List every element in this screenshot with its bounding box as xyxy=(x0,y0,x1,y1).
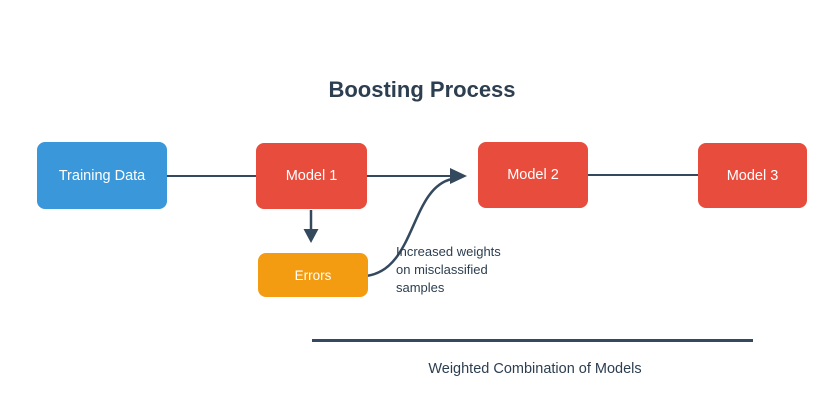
node-training-data: Training Data xyxy=(37,142,167,209)
node-model-2-label: Model 2 xyxy=(507,167,559,183)
node-model-1-label: Model 1 xyxy=(285,168,338,184)
weighted-combination-label: Weighted Combination of Models xyxy=(428,361,642,377)
node-errors: Errors xyxy=(258,253,368,297)
arrowhead-into-errors xyxy=(303,229,319,243)
node-training-data-label: Training Data xyxy=(58,167,146,184)
node-model-3: Model 3 xyxy=(698,143,807,208)
node-model-3-label: Model 3 xyxy=(726,167,779,184)
diagram-title: Boosting Process xyxy=(328,77,516,102)
node-errors-label: Errors xyxy=(294,267,332,283)
arrowhead-into-model2 xyxy=(450,168,467,184)
node-model-1: Model 1 xyxy=(256,143,367,209)
node-model-2: Model 2 xyxy=(478,142,588,208)
edge-annotation-increased-weights: Increased weights on misclassified sampl… xyxy=(396,244,501,295)
